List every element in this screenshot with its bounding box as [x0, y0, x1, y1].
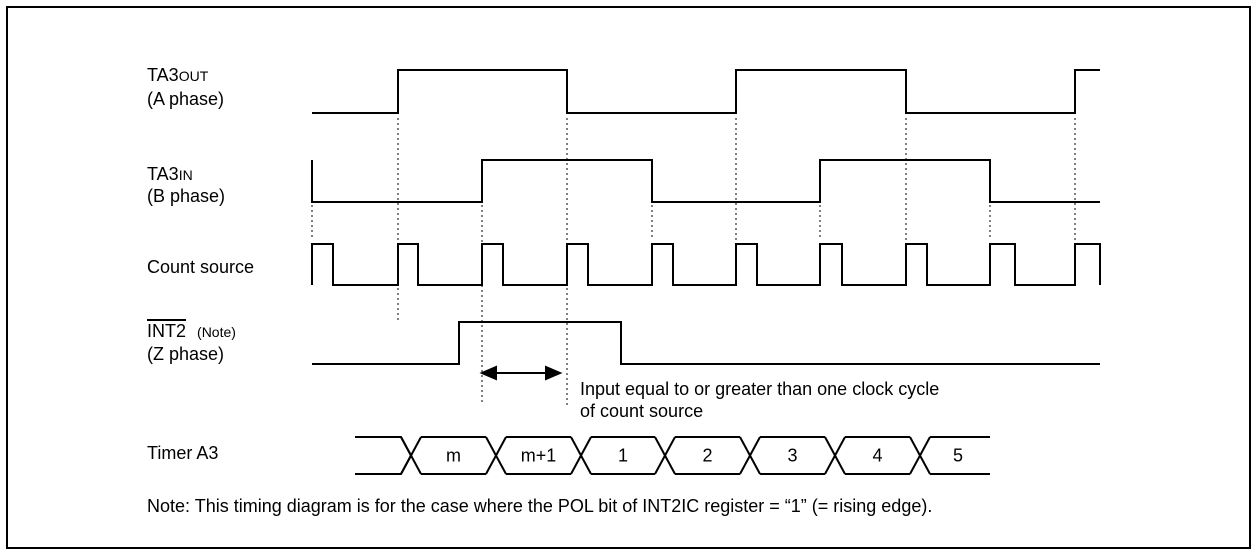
ta3out-phase: (A phase) [147, 89, 225, 109]
ta3out-waveform [312, 69, 1100, 114]
int2-note: (Note) [197, 324, 236, 340]
timer-value: 2 [702, 446, 712, 466]
timer-a3-values: m m+1 1 2 3 4 5 [446, 446, 963, 466]
footnote: Note: This timing diagram is for the cas… [147, 496, 933, 516]
ta3in-waveform [311, 159, 1100, 203]
ta3out-label: TA3OUT [147, 64, 208, 87]
bus-crossing [570, 436, 592, 475]
timer-value: m [446, 446, 461, 466]
annotation-line2: of count source [580, 401, 704, 421]
bus-crossing [824, 436, 846, 475]
timer-value: m+1 [521, 446, 557, 466]
timer-value: 5 [953, 446, 963, 466]
bus-lead-in [355, 436, 413, 475]
count-source-waveform [311, 243, 1101, 286]
bus-crossing [654, 436, 676, 475]
count-source-label: Count source [147, 257, 255, 277]
int2-waveform [312, 321, 1100, 365]
diagram-frame [6, 6, 1251, 549]
timer-value: 4 [872, 446, 882, 466]
annotation-line1: Input equal to or greater than one clock… [580, 379, 940, 399]
ta3out-sub: OUT [178, 68, 209, 84]
bus-crossing [400, 436, 422, 475]
timer-value: 3 [787, 446, 797, 466]
bus-crossing [485, 436, 507, 475]
int2-phase: (Z phase) [147, 344, 225, 364]
timer-label: Timer A3 [147, 443, 219, 463]
int2-label: INT2 (Note) [147, 320, 236, 343]
ta3in-label: TA3IN [147, 163, 193, 186]
ta3in-name: TA3 [147, 164, 179, 184]
ta3out-name: TA3 [147, 65, 179, 85]
ta3in-sub: IN [178, 167, 193, 183]
bus-crossing [909, 436, 931, 475]
ta3in-phase: (B phase) [147, 186, 226, 206]
timer-value: 1 [618, 446, 628, 466]
pulse-width-arrow [479, 365, 563, 381]
bus-crossing [739, 436, 761, 475]
guide-lines [311, 118, 1076, 405]
timer-a3-bus [355, 436, 990, 475]
int2-name: INT2 [147, 321, 187, 341]
